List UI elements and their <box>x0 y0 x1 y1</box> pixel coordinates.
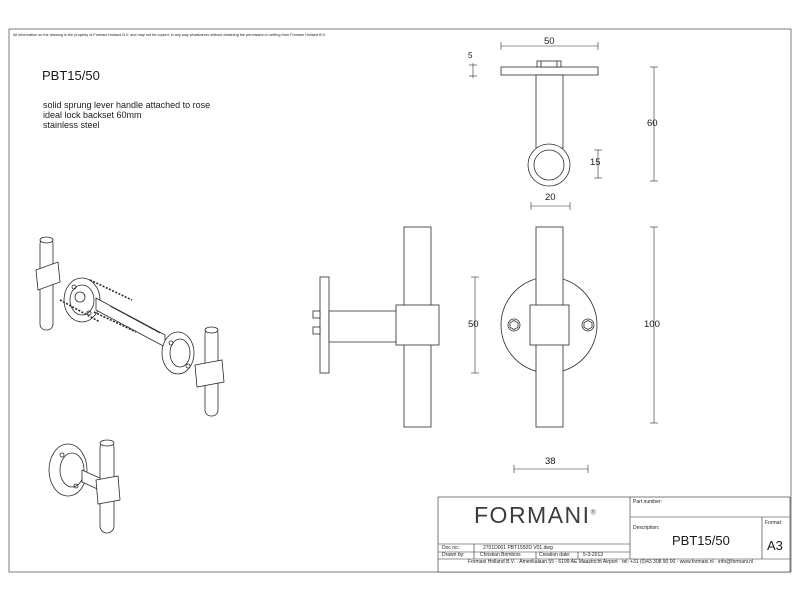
dim-collar-width: 20 <box>545 192 556 203</box>
brand-name: FORMANI <box>474 502 591 528</box>
dim-fixing-spacing: 38 <box>545 456 556 467</box>
front-view <box>500 226 658 473</box>
description-label: Description: <box>633 525 660 531</box>
isometric-assembly <box>35 236 225 417</box>
registered-mark: ® <box>590 509 596 517</box>
description-value: PBT15/50 <box>672 533 730 548</box>
dim-projection: 60 <box>647 118 658 129</box>
part-number-label: Part number: <box>633 499 662 505</box>
format-value: A3 <box>767 538 783 553</box>
sheet-border <box>8 28 792 573</box>
dim-grip-diameter: 15 <box>590 157 601 168</box>
creation-date-label: Creation date: <box>539 552 571 558</box>
product-description: solid sprung lever handle attached to ro… <box>43 100 210 130</box>
format-label: Format: <box>765 520 783 526</box>
perspective-view <box>48 439 121 534</box>
dim-sleeve-height: 50 <box>468 319 479 330</box>
property-notice: All information on the drawing is the pr… <box>13 33 326 37</box>
drawn-by-value: Christian Brimbois <box>480 552 521 558</box>
dim-handle-length: 100 <box>644 319 660 330</box>
drawn-by-label: Drawn by: <box>442 552 465 558</box>
doc-no-value: 2701D001 PBT1550D V01.dwg <box>483 545 553 551</box>
side-view <box>312 226 479 428</box>
title-block <box>437 496 791 573</box>
company-footer: Formani Holland B.V. · Amerikalaan 55 · … <box>468 559 754 565</box>
top-view <box>469 42 658 210</box>
product-code: PBT15/50 <box>42 68 100 83</box>
description-line: ideal lock backset 60mm <box>43 110 142 120</box>
dim-rose-diameter: 50 <box>544 36 555 47</box>
description-line: stainless steel <box>43 120 100 130</box>
creation-date-value: 5-3-2013 <box>583 552 604 558</box>
brand-logo: FORMANI® <box>474 504 596 527</box>
description-line: solid sprung lever handle attached to ro… <box>43 100 211 110</box>
dim-rose-thickness: 5 <box>468 51 473 60</box>
doc-no-label: Doc no.: <box>442 545 461 551</box>
